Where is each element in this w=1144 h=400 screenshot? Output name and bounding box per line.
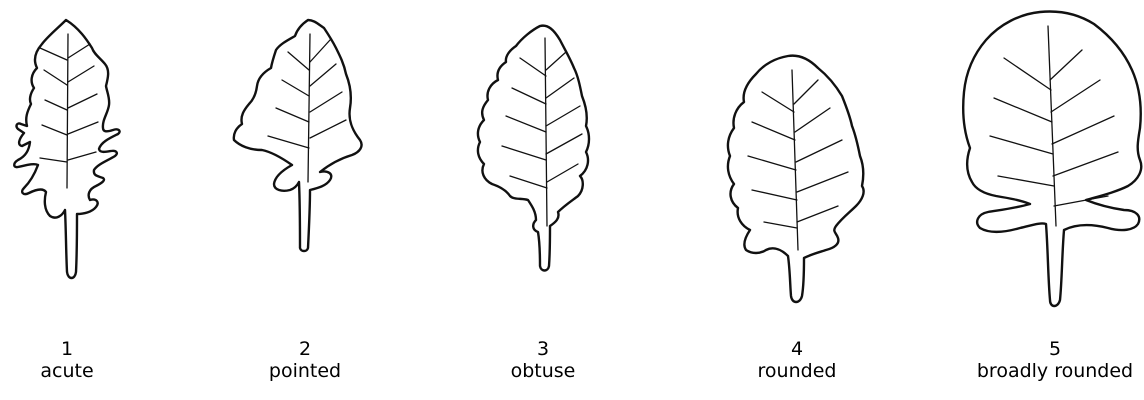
- leaf-1-acute-drawing: [14, 20, 119, 278]
- leaf-number: 1: [0, 338, 157, 360]
- leaf-shape-name: rounded: [707, 360, 887, 382]
- leaf-number: 4: [707, 338, 887, 360]
- leaf-label-3: 3 obtuse: [453, 338, 633, 382]
- leaf-label-1: 1 acute: [0, 338, 157, 382]
- leaf-4-rounded-drawing: [728, 56, 864, 302]
- leaf-shape-name: obtuse: [453, 360, 633, 382]
- leaf-3-obtuse-drawing: [478, 26, 589, 271]
- leaf-number: 2: [215, 338, 395, 360]
- leaf-shape-name: broadly rounded: [965, 360, 1144, 382]
- leaf-number: 5: [965, 338, 1144, 360]
- leaf-number: 3: [453, 338, 633, 360]
- leaf-drawings: [0, 0, 1144, 320]
- leaf-shape-name: acute: [0, 360, 157, 382]
- leaf-2-pointed-drawing: [234, 20, 362, 251]
- leaf-5-broadly-rounded-drawing: [963, 12, 1141, 307]
- leaf-label-5: 5 broadly rounded: [965, 338, 1144, 382]
- leaf-label-4: 4 rounded: [707, 338, 887, 382]
- leaf-shape-name: pointed: [215, 360, 395, 382]
- leaf-label-2: 2 pointed: [215, 338, 395, 382]
